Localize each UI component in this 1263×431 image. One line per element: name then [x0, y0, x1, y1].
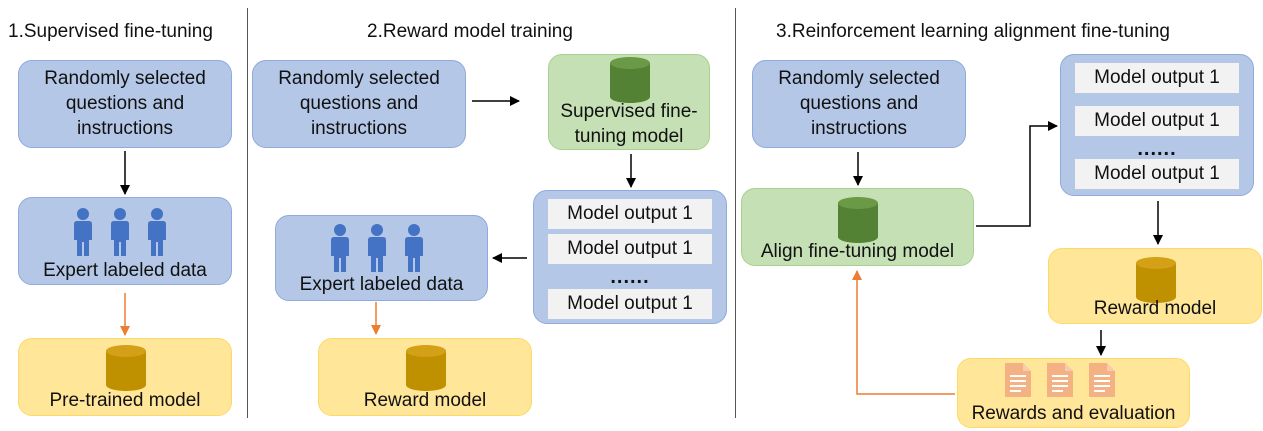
s2-reward-box: Reward model — [318, 338, 532, 416]
database-icon — [610, 57, 650, 103]
s3-questions-label: Randomly selected questions and instruct… — [778, 68, 940, 139]
section1-title: 1.Supervised fine-tuning — [8, 21, 213, 42]
s1-expert-box: Expert labeled data — [18, 197, 232, 285]
document-icon — [1005, 363, 1031, 397]
person-icon — [148, 208, 166, 256]
s3-rewards-eval-label: Rewards and evaluation — [971, 403, 1176, 424]
s2-sft-box: Supervised fine- tuning model — [548, 54, 710, 150]
s3-questions-box: Randomly selected questions and instruct… — [752, 60, 966, 148]
s2-model-output: Model output 1 — [548, 199, 712, 229]
s3-output-ellipsis: ...... — [1137, 138, 1177, 160]
s1-questions-label: Randomly selected questions and instruct… — [44, 68, 206, 139]
s2-model-output: Model output 1 — [548, 289, 712, 319]
s2-model-output: Model output 1 — [548, 234, 712, 264]
s3-model-output: Model output 1 — [1075, 159, 1239, 189]
s1-pretrained-box: Pre-trained model — [18, 338, 232, 416]
s3-reward-label: Reward model — [1093, 298, 1217, 319]
s1-pretrained-label: Pre-trained model — [49, 390, 201, 411]
s1-expert-label: Expert labeled data — [43, 260, 207, 281]
person-icon — [405, 224, 423, 272]
s2-questions-label: Randomly selected questions and instruct… — [278, 68, 440, 139]
database-icon — [1136, 257, 1176, 303]
s3-model-output: Model output 1 — [1075, 106, 1239, 136]
s3-align-label: Align fine-tuning model — [760, 241, 955, 262]
section-divider-1 — [247, 8, 248, 418]
s2-reward-label: Reward model — [363, 390, 487, 411]
s2-sft-label: Supervised fine- tuning model — [560, 101, 698, 147]
s1-questions-box: Randomly selected questions and instruct… — [18, 60, 232, 148]
document-icon — [1047, 363, 1073, 397]
section3-title: 3.Reinforcement learning alignment fine-… — [776, 21, 1170, 42]
s2-outputs-box: Model output 1 Model output 1 ...... Mod… — [533, 190, 727, 324]
database-icon — [838, 197, 878, 243]
s2-expert-box: Expert labeled data — [275, 215, 488, 301]
person-icon — [74, 208, 92, 256]
s3-rewards-eval-box: Rewards and evaluation — [957, 358, 1190, 428]
s3-model-output: Model output 1 — [1075, 63, 1239, 93]
arrow-s3-rewards-eval-to-align — [852, 270, 955, 395]
s2-output-ellipsis: ...... — [610, 266, 650, 288]
s3-align-box: Align fine-tuning model — [741, 188, 974, 266]
s3-outputs-box: Model output 1 Model output 1 ...... Mod… — [1060, 54, 1254, 196]
person-icon — [368, 224, 386, 272]
database-icon — [106, 345, 146, 391]
section-divider-2 — [735, 8, 736, 418]
database-icon — [406, 345, 446, 391]
s3-reward-box: Reward model — [1048, 248, 1262, 324]
section2-title: 2.Reward model training — [367, 21, 573, 42]
person-icon — [111, 208, 129, 256]
s2-expert-label: Expert labeled data — [299, 274, 464, 295]
person-icon — [331, 224, 349, 272]
arrow-s3-align-to-outputs — [976, 121, 1058, 227]
document-icon — [1089, 363, 1115, 397]
s2-questions-box: Randomly selected questions and instruct… — [252, 60, 466, 148]
